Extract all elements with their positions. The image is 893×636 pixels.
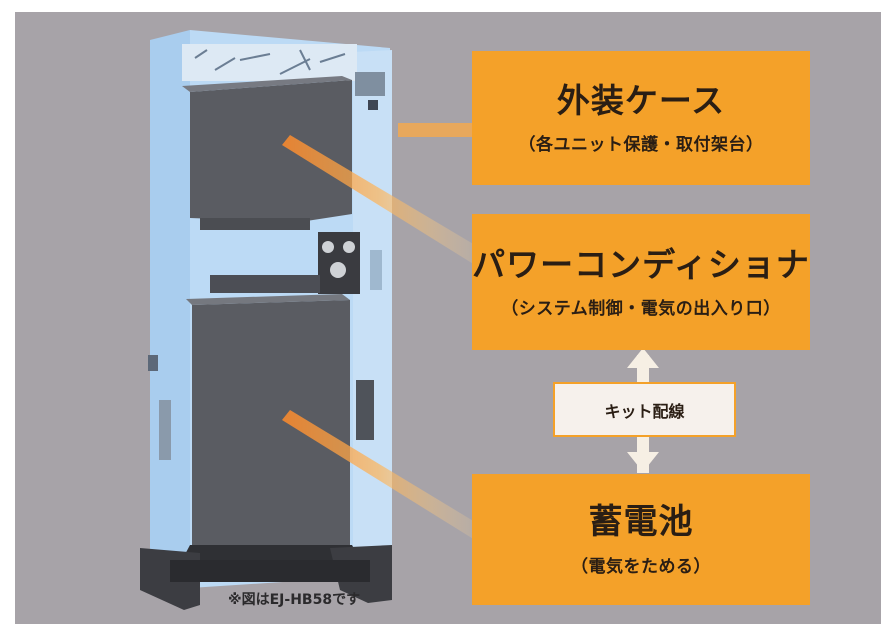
model-note: ※図はEJ-HB58です — [228, 592, 361, 608]
kit-wiring-label: キット配線 — [553, 382, 736, 437]
power-conditioner-label-title: パワーコンディショナ — [472, 244, 810, 284]
enclosure-label-subtitle: （各ユニット保護・取付架台） — [518, 135, 764, 156]
pointer-glows — [282, 123, 475, 540]
power-conditioner-label-box: パワーコンディショナ （システム制御・電気の出入り口） — [472, 214, 810, 350]
base-stand — [140, 545, 392, 610]
power-conditioner-label-subtitle: （システム制御・電気の出入り口） — [501, 299, 781, 320]
enclosure-label-box: 外装ケース （各ユニット保護・取付架台） — [472, 51, 810, 185]
power-conditioner-module — [182, 76, 382, 294]
enclosure-label-title: 外装ケース — [556, 80, 726, 120]
battery-label-title: 蓄電池 — [588, 501, 694, 542]
battery-label-box: 蓄電池 （電気をためる） — [472, 474, 810, 605]
battery-module — [182, 294, 374, 560]
battery-label-subtitle: （電気をためる） — [571, 557, 711, 578]
